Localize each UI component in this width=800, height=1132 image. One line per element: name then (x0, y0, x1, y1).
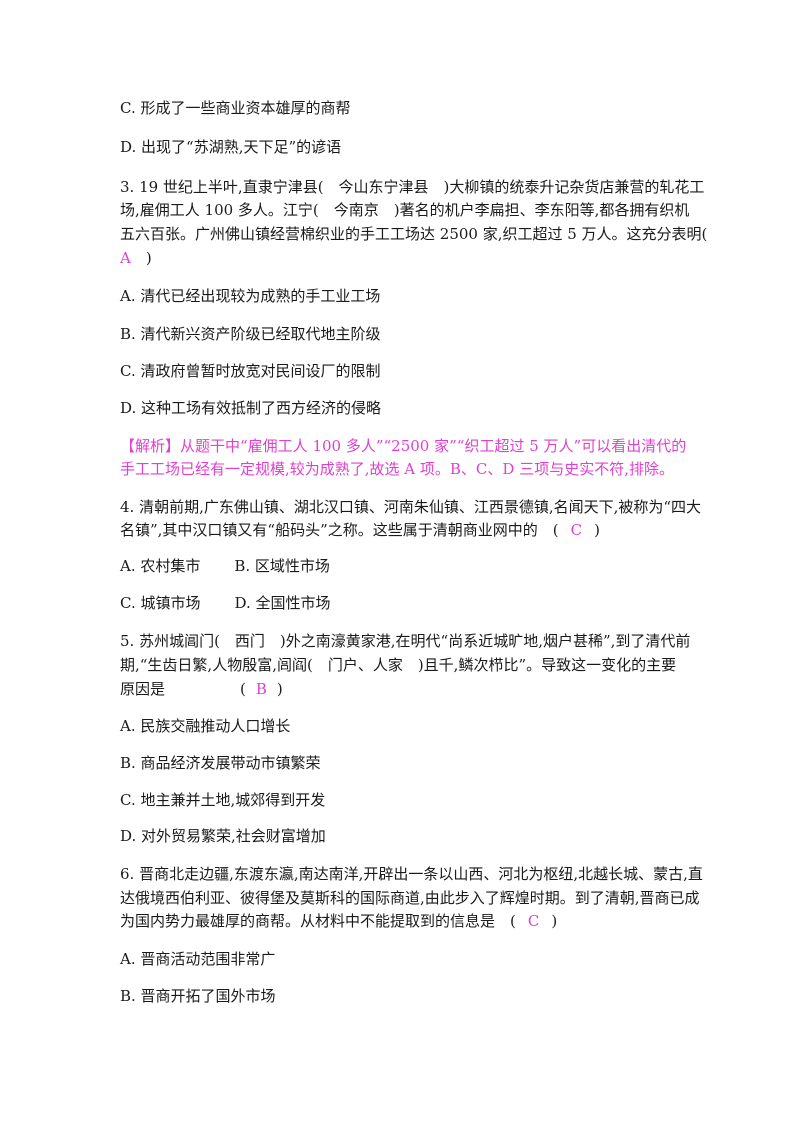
q3-stem-line-3: 五六百张。广州佛山镇经营棉织业的手工工场达 2500 家,织工超过 5 万人。这… (120, 225, 708, 243)
q4-answer-close: ) (594, 521, 600, 539)
q6-answer: C (527, 912, 540, 930)
q4-option-b: B. 区域性市场 (234, 557, 330, 575)
q6-stem-line-2: 达俄境西伯利亚、彼得堡及莫斯科的国际商道,由此步入了辉煌时期。到了清朝,晋商已成 (120, 889, 700, 907)
q6-answer-close: ) (551, 912, 558, 930)
q5-option-c: C. 地主兼并土地,城郊得到开发 (120, 791, 326, 809)
q6-stem-line-3: 为国内势力最雄厚的商帮。从材料中不能提取到的信息是 ( C) (120, 911, 557, 931)
q6-stem-line-1: 6. 晋商北走边疆,东渡东瀛,南达南洋,开辟出一条以山西、河北为枢纽,北越长城、… (120, 865, 703, 883)
q5-option-d: D. 对外贸易繁荣,社会财富增加 (120, 827, 326, 845)
q3-option-a: A. 清代已经出现较为成熟的手工业工场 (120, 287, 381, 305)
q4-stem-line-1: 4. 清朝前期,广东佛山镇、湖北汉口镇、河南朱仙镇、江西景德镇,名闻天下,被称为… (120, 498, 702, 516)
q4-answer: C (570, 521, 583, 539)
q6-stem-text: 为国内势力最雄厚的商帮。从材料中不能提取到的信息是 ( (120, 912, 516, 930)
q3-analysis-line-2: 手工工场已经有一定规模,较为成熟了,故选 A 项。B、C、D 三项与史实不符,排… (120, 460, 674, 478)
q4-options-row-1: A. 农村集市 B. 区域性市场 (120, 556, 330, 576)
q4-option-c: C. 城镇市场 (120, 594, 201, 612)
q4-option-a: A. 农村集市 (120, 557, 201, 575)
q5-answer-close: ) (276, 680, 283, 698)
q3-answer-line: A ) (120, 248, 152, 268)
q4-stem-text: 名镇”,其中汉口镇又有“船码头”之称。这些属于清朝商业网中的 ( (120, 521, 559, 539)
q3-option-c: C. 清政府曾暂时放宽对民间设厂的限制 (120, 362, 381, 380)
q3-answer: A (120, 249, 131, 267)
q6-option-b: B. 晋商开拓了国外市场 (120, 987, 276, 1005)
q3-option-d: D. 这种工场有效抵制了西方经济的侵略 (120, 399, 382, 417)
q5-answer: B (255, 680, 267, 698)
option-d-prev: D. 出现了“苏湖熟,天下足”的谚语 (120, 138, 342, 156)
q5-stem-line-2: 期,“生齿日繁,人物殷富,闾阎( 门户、人家 )且千,鳞次栉比”。导致这一变化的… (120, 656, 677, 674)
q4-stem-line-2: 名镇”,其中汉口镇又有“船码头”之称。这些属于清朝商业网中的 ( C) (120, 520, 600, 540)
q5-stem-line-3: 原因是 ( B) (120, 679, 283, 699)
q6-option-a: A. 晋商活动范围非常广 (120, 950, 276, 968)
q4-options-row-2: C. 城镇市场 D. 全国性市场 (120, 593, 331, 613)
q4-option-d: D. 全国性市场 (234, 594, 331, 612)
q5-stem-text: 原因是 ( (120, 680, 246, 698)
q3-analysis-line-1: 【解析】从题干中“雇佣工人 100 多人”“2500 家”“织工超过 5 万人”… (120, 437, 687, 455)
q3-answer-close: ) (130, 249, 152, 267)
q5-stem-line-1: 5. 苏州城阊门( 西门 )外之南濠黄家港,在明代“尚系近城旷地,烟户甚稀”,到… (120, 632, 691, 650)
q3-option-b: B. 清代新兴资产阶级已经取代地主阶级 (120, 325, 381, 343)
q5-option-b: B. 商品经济发展带动市镇繁荣 (120, 754, 321, 772)
q3-stem-line-2: 场,雇佣工人 100 多人。江宁( 今南京 )著名的机户李扁担、李东阳等,都各拥… (120, 201, 690, 219)
q5-option-a: A. 民族交融推动人口增长 (120, 717, 291, 735)
option-c-prev: C. 形成了一些商业资本雄厚的商帮 (120, 99, 351, 117)
q3-stem-line-1: 3. 19 世纪上半叶,直隶宁津县( 今山东宁津县 )大柳镇的统泰升记杂货店兼营… (120, 178, 705, 196)
